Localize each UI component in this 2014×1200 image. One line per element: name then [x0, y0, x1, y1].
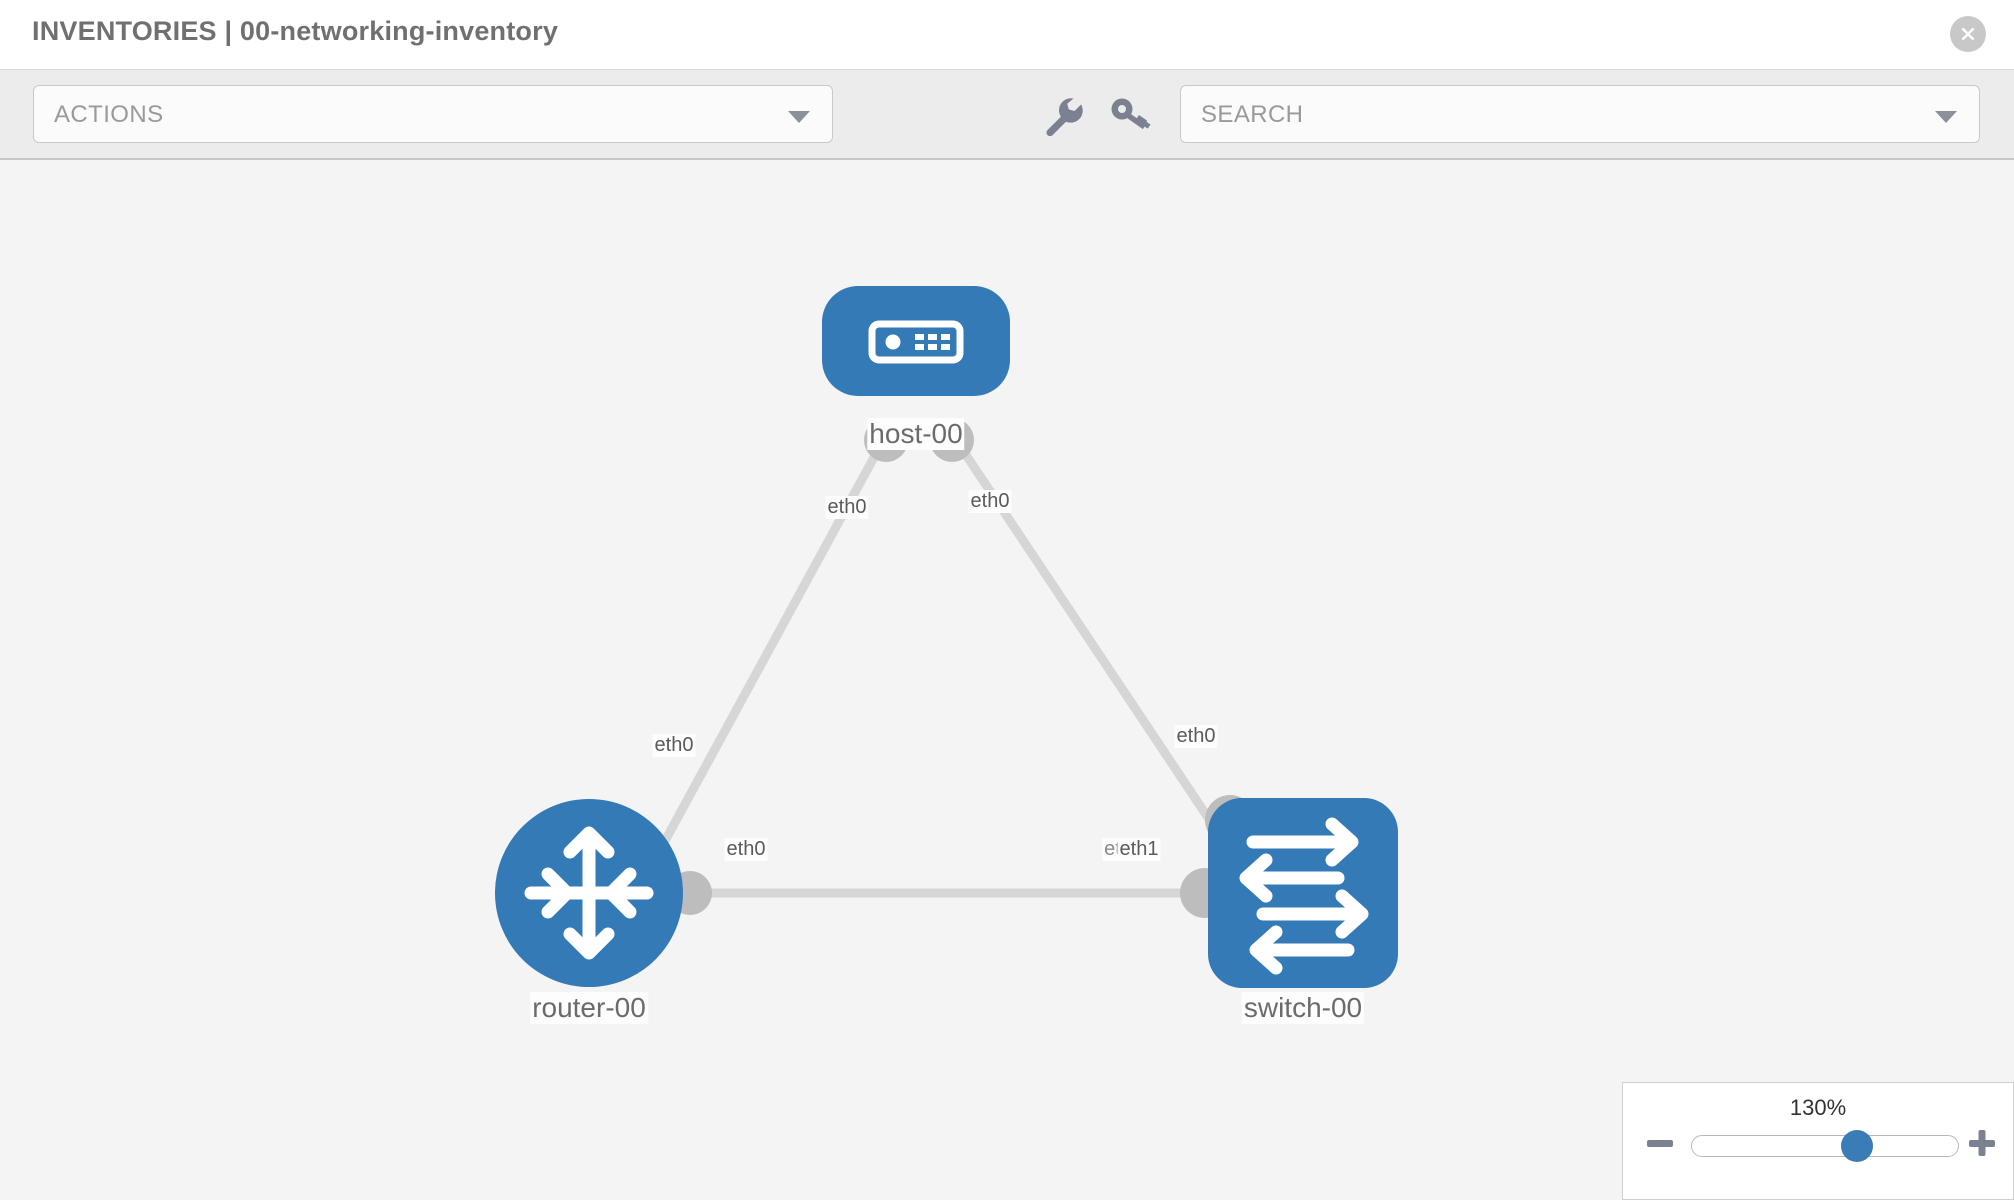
switch-arrows-icon	[1239, 817, 1369, 975]
page-title: INVENTORIES | 00-networking-inventory	[32, 16, 559, 46]
actions-dropdown[interactable]: ACTIONS	[33, 85, 833, 143]
toolbar: ACTIONS SEARCH	[0, 70, 2014, 160]
chevron-down-icon	[1935, 111, 1957, 123]
iface-label-router-eth0-east: eth0	[724, 838, 768, 861]
key-icon[interactable]	[1108, 94, 1152, 136]
iface-label-switch-eth1: eth1	[1117, 838, 1161, 861]
wrench-icon[interactable]	[1040, 94, 1084, 137]
search-placeholder: SEARCH	[1201, 101, 1304, 128]
node-router-00	[495, 799, 683, 987]
topology-graph	[495, 286, 1398, 988]
page-header: INVENTORIES | 00-networking-inventory	[0, 0, 2014, 70]
minus-icon[interactable]	[1645, 1128, 1675, 1158]
iface-label-host-eth0-left: eth0	[825, 496, 869, 519]
search-input[interactable]: SEARCH	[1180, 85, 1980, 143]
router-arrows-icon	[524, 826, 654, 960]
chevron-down-icon	[788, 111, 810, 123]
link-host-switch	[943, 423, 1220, 833]
node-label-host-00: host-00	[867, 418, 965, 450]
server-icon	[868, 320, 964, 364]
zoom-slider-thumb[interactable]	[1840, 1130, 1873, 1162]
node-label-switch-00: switch-00	[1241, 992, 1365, 1024]
node-label-router-00: router-00	[530, 992, 648, 1024]
link-host-router	[655, 423, 895, 855]
node-host-00	[822, 286, 1010, 396]
topology-canvas[interactable]: host-00 router-00 switch-00 eth0 eth0 et…	[0, 160, 2014, 1200]
zoom-control-panel: 130%	[1622, 1082, 2014, 1200]
link-group	[655, 423, 1220, 898]
zoom-level-value: 130%	[1789, 1095, 1847, 1120]
actions-dropdown-label: ACTIONS	[54, 101, 164, 128]
close-icon[interactable]	[1950, 16, 1986, 52]
iface-label-router-eth0-uplink: eth0	[652, 734, 696, 757]
node-switch-00	[1208, 798, 1398, 988]
iface-label-host-eth0-right: eth0	[968, 490, 1012, 513]
iface-label-switch-eth0-uplink: eth0	[1174, 725, 1218, 748]
zoom-slider-track[interactable]	[1691, 1130, 1959, 1162]
plus-icon[interactable]	[1967, 1128, 1997, 1158]
